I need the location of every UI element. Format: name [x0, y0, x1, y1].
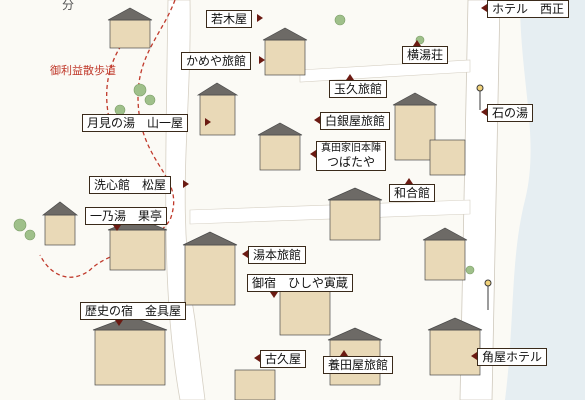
label-kameya[interactable]: かめや旅館 — [181, 52, 252, 70]
arrow-icon — [183, 180, 189, 188]
arrow-icon — [481, 4, 487, 12]
arrow-icon — [405, 178, 413, 184]
arrow-icon — [270, 292, 278, 298]
arrow-icon — [257, 14, 263, 22]
label-senshinkan[interactable]: 洗心館 松屋 — [89, 176, 172, 194]
label-sanadake-line1: 真田家旧本陣 — [321, 143, 381, 154]
label-tamakyu[interactable]: 玉久旅館 — [329, 80, 388, 98]
arrow-icon — [340, 350, 348, 356]
arrow-icon — [310, 150, 316, 158]
arrow-icon — [115, 320, 123, 326]
label-yotaya[interactable]: 養田屋旅館 — [323, 356, 394, 374]
walkway-path — [39, 0, 176, 278]
arrow-icon — [205, 118, 211, 126]
arrow-icon — [314, 116, 320, 124]
arrow-icon — [113, 225, 121, 231]
label-ishinoyu[interactable]: 石の湯 — [487, 104, 534, 122]
top-fragment-text: 分 — [62, 0, 75, 12]
arrow-icon — [254, 354, 260, 362]
river — [505, 0, 585, 400]
label-shiroganeya[interactable]: 白銀屋旅館 — [320, 112, 391, 130]
label-ichinoyu[interactable]: 一乃湯 果亭 — [85, 207, 168, 225]
label-kadoya[interactable]: 角屋ホテル — [477, 348, 548, 366]
label-tsukimi[interactable]: 月見の湯 山一屋 — [82, 114, 189, 132]
label-wagokan[interactable]: 和合館 — [389, 184, 436, 202]
label-rekishi[interactable]: 歴史の宿 金具屋 — [80, 302, 187, 320]
label-sanadake-line2: つばたや — [326, 155, 375, 169]
label-yokoyuso[interactable]: 横湯荘 — [402, 46, 449, 64]
label-wakagiya[interactable]: 若木屋 — [206, 10, 253, 28]
walkway-label: 御利益散歩道 — [50, 64, 116, 77]
arrow-icon — [481, 108, 487, 116]
label-furukuya[interactable]: 古久屋 — [260, 350, 307, 368]
arrow-icon — [259, 56, 265, 64]
label-hotel-seisho[interactable]: ホテル 西正 — [487, 0, 570, 18]
label-sanadake[interactable]: 真田家旧本陣 つばたや — [316, 141, 386, 171]
arrow-icon — [242, 250, 248, 258]
arrow-icon — [471, 352, 477, 360]
label-yumoto[interactable]: 湯本旅館 — [248, 246, 307, 264]
label-hishiya[interactable]: 御宿 ひしや寅蔵 — [247, 274, 353, 292]
side-road — [165, 0, 206, 400]
arrow-icon — [346, 74, 354, 80]
arrow-icon — [413, 40, 421, 46]
